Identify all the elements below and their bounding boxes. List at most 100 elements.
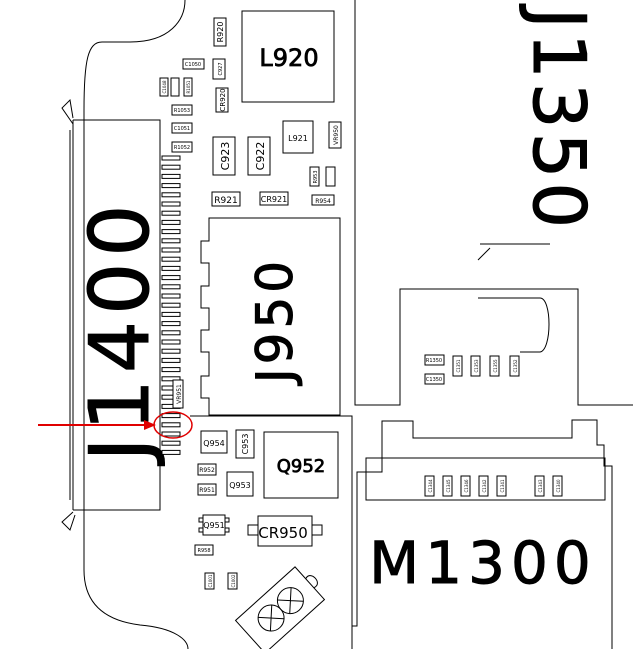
c927-label: C927 (218, 62, 224, 75)
r921-body (211, 191, 241, 207)
j1400-pin (161, 183, 181, 189)
c1343-label: C1343 (538, 479, 543, 492)
j1400-pin (161, 302, 181, 308)
j1400-pin (161, 367, 181, 373)
c1342-label: C1342 (482, 479, 487, 492)
small-parts-top: R920 C927 C1050 R1051 C1048 CR920 R1053 … (159, 17, 229, 153)
c1350-label: C1350 (426, 377, 442, 383)
r951-label: R951 (199, 487, 215, 494)
c1050-label: C1050 (185, 62, 201, 68)
j1400-pin (161, 440, 181, 446)
c953-label: C953 (241, 434, 250, 455)
j1400-pin (161, 265, 181, 271)
m1300-label: M1300 (369, 529, 597, 597)
j1400-pin (161, 238, 181, 244)
j1400-pin (161, 431, 181, 437)
r952-body (197, 463, 217, 476)
j1400-pin (161, 201, 181, 207)
cr921-body (259, 191, 289, 206)
j1350-label: J1350 (517, 4, 601, 232)
j950-outline (200, 217, 341, 416)
annotation-circle (153, 411, 193, 439)
r954-body (311, 194, 335, 206)
j1350-outline (354, 0, 633, 406)
q953-body (226, 471, 254, 497)
j1400-pin (161, 155, 181, 161)
c1346-label: C1346 (464, 479, 469, 492)
r951-body (197, 483, 217, 496)
r1350-label: R1350 (426, 358, 442, 364)
vr950-label: VR950 (333, 125, 340, 145)
r1053-label: R1053 (174, 108, 190, 114)
q952-body (263, 431, 339, 499)
j1400-pin (161, 192, 181, 198)
c1352-label: C1352 (513, 359, 518, 372)
c1355-label: C1355 (493, 359, 498, 372)
m1300-small-parts: C1344 C1345 C1346 C1342 C1341 C1343 C134… (424, 475, 563, 497)
j1400-pin (161, 413, 181, 419)
c1353-label: C1353 (474, 359, 479, 372)
j1400-pin (161, 339, 181, 345)
vr951-label: VR951 (176, 384, 183, 404)
q954-body (200, 430, 228, 454)
j1350-small-parts: R1350 C1350 C1351 C1353 C1355 C1352 (424, 354, 520, 385)
cr950-label: CR950 (258, 524, 308, 542)
j1400-pin (161, 275, 181, 281)
m1300-outline (351, 419, 613, 649)
q951-label: Q951 (203, 521, 225, 530)
j1400-pin (161, 321, 181, 327)
r958-body (194, 544, 214, 556)
j1400-outline (61, 0, 189, 649)
q952-label: Q952 (277, 456, 326, 477)
j950-label: J950 (246, 257, 304, 386)
c1344-label: C1344 (428, 479, 433, 492)
l921-body (282, 120, 314, 154)
annotation-arrowhead (144, 420, 156, 430)
c1002-label: C1002 (231, 574, 236, 587)
q954-label: Q954 (203, 439, 225, 448)
cr921-label: CR921 (261, 195, 287, 204)
c923-label: C923 (219, 142, 232, 171)
l921-label: L921 (288, 134, 308, 143)
j1400-label: J1400 (73, 199, 168, 467)
r920-label: R920 (216, 22, 225, 43)
q953-label: Q953 (229, 481, 251, 490)
j1400-pin-comb (161, 155, 181, 455)
j1400-pin (161, 311, 181, 317)
r921-label: R921 (214, 196, 237, 206)
r958-label: R958 (197, 548, 210, 554)
c923-body (212, 136, 236, 176)
j1400-pin (161, 210, 181, 216)
j1400-pin (161, 247, 181, 253)
r1052-label: R1052 (174, 145, 190, 151)
r954-label: R954 (315, 198, 331, 205)
r953-label: R953 (313, 170, 319, 183)
c922-label: C922 (254, 142, 267, 171)
cr920-label: CR920 (219, 88, 227, 111)
rotated-device (234, 566, 326, 649)
j1400-pin (161, 173, 181, 179)
l920-body (241, 10, 335, 103)
c1345-label: C1345 (446, 479, 451, 492)
j1400-pin (161, 422, 181, 428)
c1351-label: C1351 (456, 359, 461, 372)
c1051-label: C1051 (174, 126, 190, 132)
r952-label: R952 (199, 467, 215, 474)
c1001-label: C1001 (208, 574, 213, 587)
j1400-pin (161, 284, 181, 290)
j1400-pin (161, 219, 181, 225)
j1400-pin (161, 229, 181, 235)
j1400-pin (161, 449, 181, 455)
j1400-pin (161, 357, 181, 363)
j1400-pin (161, 348, 181, 354)
c953-body (235, 429, 255, 459)
j1400-pin (161, 330, 181, 336)
l920-label: L920 (259, 44, 318, 72)
r1051-label: R1051 (186, 80, 191, 93)
q951-body (198, 514, 230, 536)
j1400-pin (161, 293, 181, 299)
pin-annotation (38, 411, 193, 439)
c922-body (247, 136, 271, 176)
j1400-pin (161, 256, 181, 262)
